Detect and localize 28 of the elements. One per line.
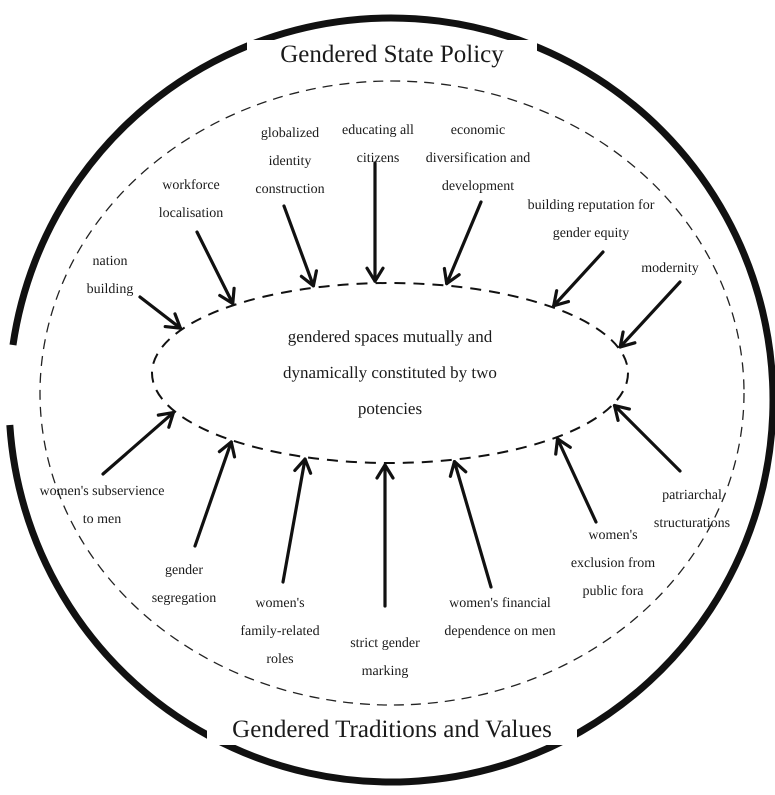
arrow bbox=[442, 200, 483, 286]
factor-label: women's subservience to men bbox=[38, 483, 166, 529]
factor-label: women's family-related roles bbox=[239, 595, 321, 669]
factor-label: modernity bbox=[640, 260, 700, 278]
arrow bbox=[195, 230, 236, 306]
factor-label: globalized identity construction bbox=[254, 125, 326, 199]
factor-label: gender segregation bbox=[150, 562, 218, 608]
arrow bbox=[282, 204, 318, 288]
center-text: gendered spaces mutually and dynamically constituted by two potencies bbox=[282, 326, 498, 420]
arrow bbox=[365, 161, 385, 283]
factor-label: economic diversification and development bbox=[424, 122, 532, 196]
arrow bbox=[554, 437, 598, 524]
factor-label: women's financial dependence on men bbox=[443, 595, 557, 641]
arrow bbox=[281, 457, 312, 584]
arrow bbox=[101, 411, 175, 476]
factor-label: nation building bbox=[86, 253, 134, 299]
factor-label: educating all citizens bbox=[341, 122, 415, 168]
arrow bbox=[618, 280, 682, 349]
arrow bbox=[612, 404, 682, 473]
arrow bbox=[193, 440, 236, 548]
arrow bbox=[552, 250, 605, 308]
arrow bbox=[138, 295, 182, 330]
title-text: Gendered State Policy bbox=[247, 40, 537, 70]
factor-label: strict gender marking bbox=[349, 635, 421, 681]
factor-label: workforce localisation bbox=[158, 177, 224, 223]
arrow bbox=[448, 460, 493, 589]
arrow bbox=[375, 463, 395, 608]
factor-label: patriarchal structurations bbox=[652, 487, 732, 533]
